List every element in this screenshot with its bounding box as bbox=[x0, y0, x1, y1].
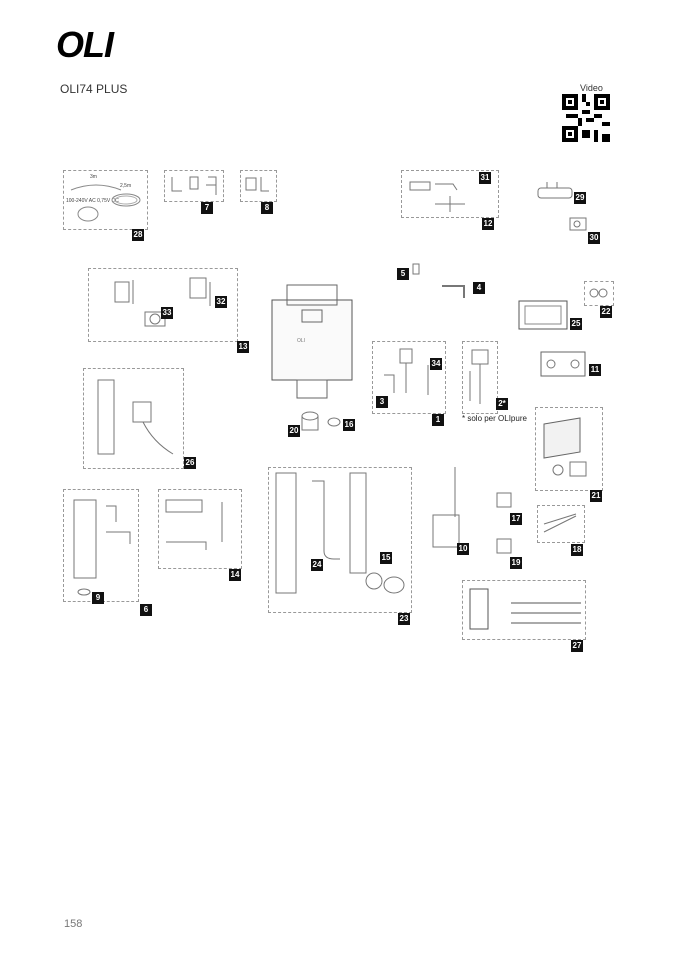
part-18-drawing bbox=[543, 513, 577, 533]
cable-drawing bbox=[70, 184, 141, 222]
part-label-8: 8 bbox=[261, 202, 273, 214]
part-14-drawing bbox=[165, 499, 223, 550]
part-20-drawing bbox=[301, 411, 319, 431]
part-label-1: 1 bbox=[432, 414, 444, 426]
part-label-9: 9 bbox=[92, 592, 104, 604]
product-title: OLI74 PLUS bbox=[60, 82, 128, 96]
part-7-box bbox=[164, 170, 224, 202]
part-label-33: 33 bbox=[161, 307, 173, 319]
part-label-20: 20 bbox=[288, 425, 300, 437]
part-label-26: 26 bbox=[184, 457, 196, 469]
part-label-19: 19 bbox=[510, 557, 522, 569]
part-label-28: 28 bbox=[132, 229, 144, 241]
part-30-drawing bbox=[569, 217, 587, 231]
oli-logo: OLI bbox=[56, 24, 114, 65]
part-label-30: 30 bbox=[588, 232, 600, 244]
part-label-4: 4 bbox=[473, 282, 485, 294]
part-2-box bbox=[462, 341, 498, 414]
part-2-drawing bbox=[469, 349, 489, 404]
video-label: Video bbox=[580, 83, 603, 93]
part-label-34: 34 bbox=[430, 358, 442, 370]
part-28-box bbox=[63, 170, 148, 230]
page-number: 158 bbox=[64, 918, 83, 930]
part-8-box bbox=[240, 170, 277, 202]
part-23-drawing bbox=[275, 472, 405, 594]
part-21-drawing bbox=[543, 417, 587, 477]
part-11-drawing bbox=[540, 351, 586, 377]
part-17-drawing bbox=[496, 492, 512, 508]
part-label-13: 13 bbox=[237, 341, 249, 353]
part-label-6: 6 bbox=[140, 604, 152, 616]
part-6-drawing bbox=[73, 499, 131, 596]
part-16-drawing bbox=[327, 417, 341, 427]
part-19-drawing bbox=[496, 538, 512, 554]
part-13-box bbox=[88, 268, 238, 342]
power-text: 100-240V AC 0,75V DC bbox=[66, 198, 119, 204]
part-label-29: 29 bbox=[574, 192, 586, 204]
qr-code-icon[interactable] bbox=[562, 94, 610, 142]
svg-text:OLI: OLI bbox=[297, 338, 305, 344]
part-label-22: 22 bbox=[600, 306, 612, 318]
part-1-box bbox=[372, 341, 446, 414]
part-1-drawing bbox=[384, 348, 429, 395]
part-21-box bbox=[535, 407, 603, 491]
part-22-box bbox=[584, 281, 614, 306]
part-18-box bbox=[537, 505, 585, 543]
part-12-drawing bbox=[409, 181, 465, 212]
part-label-16: 16 bbox=[343, 419, 355, 431]
part-label-14: 14 bbox=[229, 569, 241, 581]
part-label-15: 15 bbox=[380, 552, 392, 564]
part-10-drawing bbox=[432, 467, 460, 548]
part-29-drawing bbox=[537, 182, 573, 199]
part-22-drawing bbox=[589, 288, 608, 298]
part-label-27: 27 bbox=[571, 640, 583, 652]
part-4-drawing bbox=[442, 285, 465, 298]
footnote: * solo per OLIpure bbox=[462, 414, 527, 423]
part-label-31: 31 bbox=[479, 172, 491, 184]
part-label-10: 10 bbox=[457, 543, 469, 555]
part-13-drawing bbox=[114, 277, 211, 327]
part-label-7: 7 bbox=[201, 202, 213, 214]
part-27-box bbox=[462, 580, 586, 640]
part-label-3: 3 bbox=[376, 396, 388, 408]
part-label-21: 21 bbox=[590, 490, 602, 502]
part-12-box bbox=[401, 170, 499, 218]
part-27-drawing bbox=[469, 588, 581, 630]
part-26-drawing bbox=[97, 379, 174, 455]
part-label-17: 17 bbox=[510, 513, 522, 525]
part-label-23: 23 bbox=[398, 613, 410, 625]
part-label-12: 12 bbox=[482, 218, 494, 230]
part-label-11: 11 bbox=[589, 364, 601, 376]
part-label-2: 2* bbox=[496, 398, 508, 410]
part-7-drawing bbox=[171, 176, 217, 195]
part-14-box bbox=[158, 489, 242, 569]
part-label-32: 32 bbox=[215, 296, 227, 308]
part-label-5: 5 bbox=[397, 268, 409, 280]
part-label-18: 18 bbox=[571, 544, 583, 556]
cistern-frame-drawing: OLI bbox=[271, 284, 353, 399]
cable-3m-text: 3m bbox=[90, 174, 97, 180]
part-label-24: 24 bbox=[311, 559, 323, 571]
part-8-drawing bbox=[245, 177, 269, 192]
cable-2-5m-text: 2,5m bbox=[120, 183, 132, 189]
part-5-drawing bbox=[412, 263, 420, 275]
part-26-box bbox=[83, 368, 184, 469]
part-label-25: 25 bbox=[570, 318, 582, 330]
part-25-drawing bbox=[518, 300, 568, 330]
part-23-box bbox=[268, 467, 412, 613]
